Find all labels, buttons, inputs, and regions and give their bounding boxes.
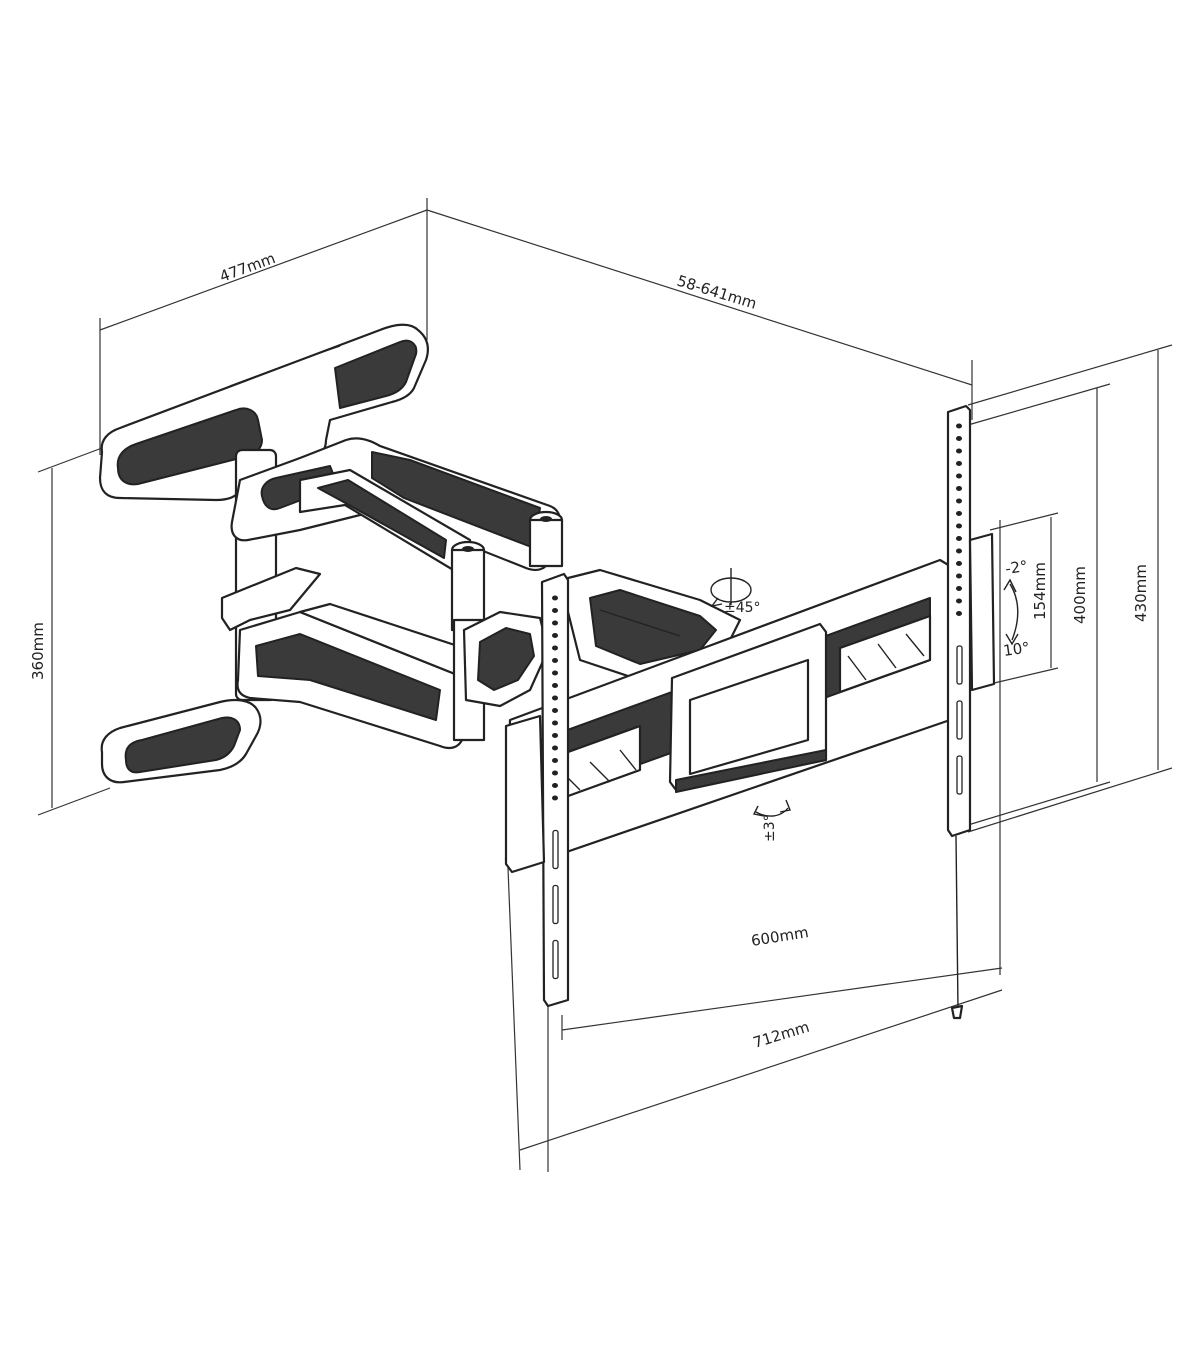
mount-hole	[552, 795, 558, 801]
dimension-extension: 58-641mm	[426, 209, 973, 420]
mount-hole	[956, 536, 962, 541]
tilt-indicator: -2° 10°	[1002, 557, 1031, 660]
mount-hole	[956, 611, 962, 616]
mount-hole	[956, 548, 962, 554]
dimension-430: 430mm	[967, 344, 1173, 833]
mount-hole	[552, 595, 558, 601]
mount-hole	[552, 708, 558, 713]
mount-hole	[552, 720, 558, 726]
rotate-indicator: ±3°	[752, 799, 791, 842]
mount-hole	[552, 645, 558, 651]
mount-hole	[956, 448, 962, 454]
mount-hole	[552, 695, 558, 701]
mount-slot	[552, 884, 559, 925]
mount-hole	[956, 511, 962, 516]
mount-slot	[552, 939, 559, 980]
mount-hole	[956, 473, 962, 479]
mount-slot	[956, 645, 963, 685]
mount-hole	[956, 561, 962, 566]
label-712: 712mm	[751, 1018, 812, 1052]
cross-rail	[504, 558, 952, 870]
dimension-712: 712mm	[507, 860, 1003, 1172]
mount-hole	[956, 498, 962, 504]
dimension-154: 154mm	[989, 512, 1059, 685]
right-bar-holes	[956, 423, 963, 795]
label-tilt-up: -2°	[1004, 557, 1029, 578]
mount-slot	[956, 755, 963, 795]
dimension-360: 360mm	[29, 444, 111, 816]
mount-hole	[552, 783, 558, 788]
mount-slot	[956, 700, 963, 740]
mount-hole	[552, 608, 558, 613]
label-tilt-down: 10°	[1002, 638, 1031, 660]
mount-hole	[552, 733, 558, 738]
label-58-641: 58-641mm	[675, 272, 759, 313]
mount-hole	[552, 770, 558, 776]
left-bar-holes	[552, 595, 559, 980]
label-477: 477mm	[217, 249, 278, 286]
mount-hole	[956, 598, 962, 604]
swivel-indicator: ±45°	[710, 568, 761, 616]
label-360: 360mm	[29, 622, 47, 680]
left-vertical-bar	[504, 572, 570, 1008]
mount-hole	[552, 758, 558, 763]
mount-slot	[552, 829, 559, 870]
label-swivel: ±45°	[724, 600, 761, 616]
label-430: 430mm	[1132, 564, 1150, 622]
label-600: 600mm	[750, 923, 810, 950]
mount-hole	[552, 670, 558, 676]
right-vertical-bar	[946, 404, 996, 1020]
mount-hole	[552, 620, 558, 626]
mount-hole	[956, 423, 962, 429]
mount-hole	[956, 486, 962, 491]
mount-hole	[956, 523, 962, 529]
mount-hole	[956, 586, 962, 591]
mount-hole	[956, 436, 962, 441]
label-rotate: ±3°	[762, 814, 778, 842]
mount-hole	[552, 633, 558, 638]
mount-hole	[552, 683, 558, 688]
upper-arm-assembly	[230, 437, 564, 632]
mount-hole	[552, 745, 558, 751]
mount-hole	[956, 461, 962, 466]
label-154: 154mm	[1031, 562, 1049, 620]
mount-hole	[956, 573, 962, 579]
dimension-400: 400mm	[967, 383, 1111, 826]
lower-arm-assembly	[220, 566, 550, 750]
label-400: 400mm	[1071, 566, 1089, 624]
mount-hole	[552, 658, 558, 663]
